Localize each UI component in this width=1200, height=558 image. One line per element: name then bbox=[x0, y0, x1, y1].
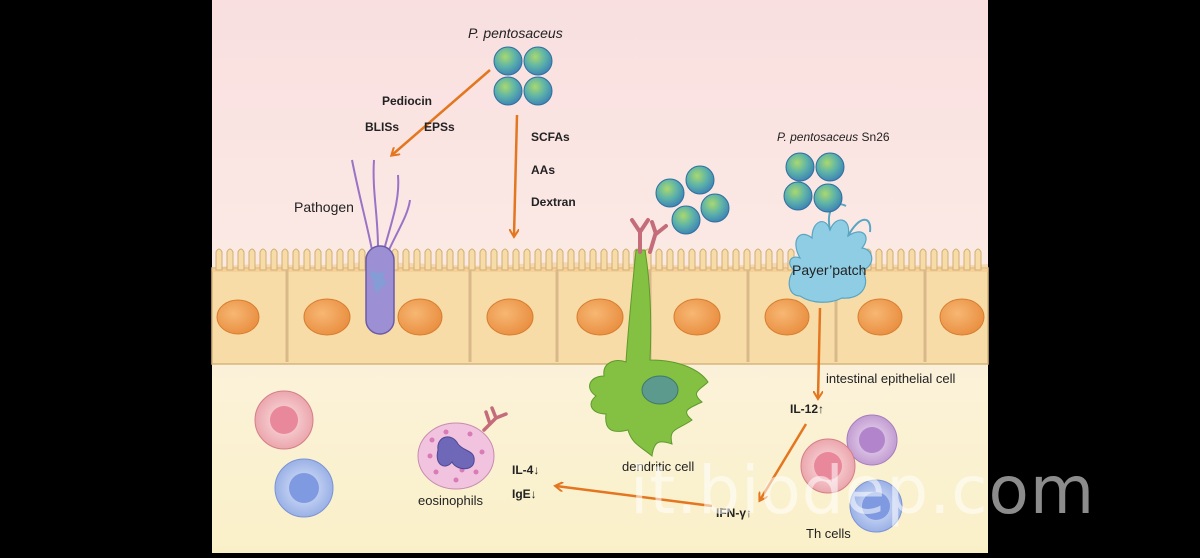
payer-patch bbox=[788, 203, 873, 303]
label-eps: EPSs bbox=[424, 120, 455, 134]
arrows bbox=[392, 69, 820, 508]
label-ifn: IFN-γ↑ bbox=[716, 506, 752, 520]
label-pathogen: Pathogen bbox=[294, 199, 354, 215]
label-payer-patch: Payer’patch bbox=[792, 262, 867, 278]
eosinophil-cell bbox=[417, 406, 508, 490]
immune-cells bbox=[254, 390, 903, 533]
label-th-cells: Th cells bbox=[806, 526, 851, 541]
dendritic-cell bbox=[589, 218, 709, 457]
label-scfa: SCFAs bbox=[531, 130, 570, 144]
epithelium bbox=[211, 248, 989, 365]
pathogen-bacterium bbox=[351, 159, 411, 335]
label-il4: IL-4↓ bbox=[512, 463, 540, 477]
label-epithelial: intestinal epithelial cell bbox=[826, 371, 956, 386]
label-ige: IgE↓ bbox=[512, 487, 537, 501]
label-dendritic: dendritic cell bbox=[622, 459, 695, 474]
label-strain-prefix: P. pentosaceus bbox=[777, 130, 859, 144]
label-strain-suffix: Sn26 bbox=[861, 130, 890, 144]
label-il12: IL-12↑ bbox=[790, 402, 825, 416]
label-pediocin: Pediocin bbox=[382, 94, 433, 108]
label-dextran: Dextran bbox=[531, 195, 576, 209]
sn26-cluster bbox=[783, 152, 845, 213]
label-bacterium: P. pentosaceus bbox=[468, 25, 563, 41]
watermark: it.biodep.com bbox=[630, 452, 1096, 529]
label-aa: AAs bbox=[531, 163, 556, 177]
pentosaceus-cluster-dendritic bbox=[655, 165, 730, 235]
pentosaceus-cluster-top bbox=[493, 46, 553, 106]
label-strain: P. pentosaceus Sn26 bbox=[777, 130, 890, 144]
label-eosinophils: eosinophils bbox=[418, 493, 484, 508]
label-blis: BLISs bbox=[365, 120, 400, 134]
